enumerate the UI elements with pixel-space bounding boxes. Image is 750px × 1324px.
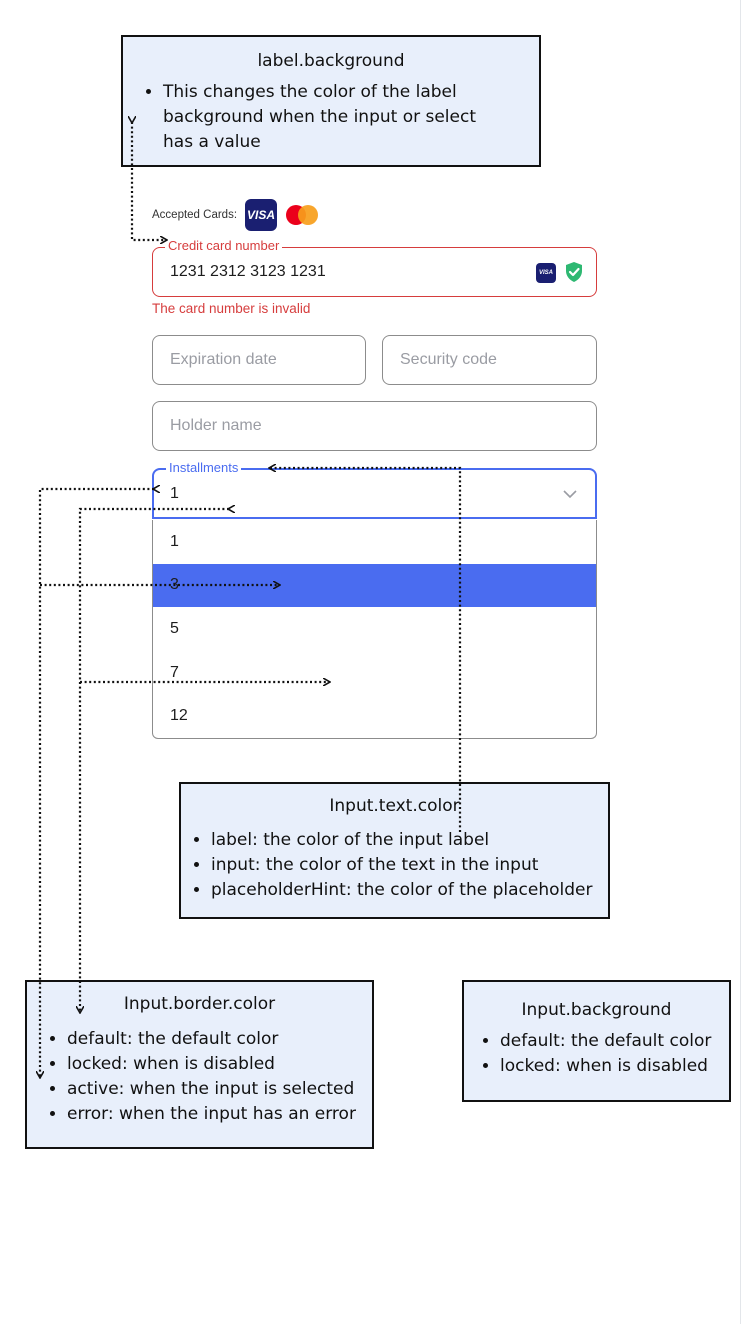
installments-option[interactable]: 5 <box>170 619 179 637</box>
note-item: error: when the input has an error <box>67 1102 372 1127</box>
installments-options: 1 3 5 7 12 <box>152 520 597 739</box>
expiration-placeholder: Expiration date <box>170 351 277 368</box>
security-placeholder: Security code <box>400 351 497 368</box>
installments-select[interactable]: Installments 1 <box>152 460 597 519</box>
card-number-error: The card number is invalid <box>152 301 311 316</box>
note-item: default: the default color <box>500 1029 729 1054</box>
card-number-label: Credit card number <box>165 238 283 254</box>
holder-name-field[interactable]: Holder name <box>152 401 597 451</box>
note-item: label: the color of the input label <box>211 828 608 853</box>
page-edge-divider <box>740 0 741 1324</box>
card-number-field[interactable]: Credit card number 1231 2312 3123 1231 V… <box>152 238 597 297</box>
note-list: default: the default color locked: when … <box>27 1027 372 1127</box>
note-item: locked: when is disabled <box>500 1054 729 1079</box>
mastercard-icon <box>284 203 320 227</box>
installments-value: 1 <box>170 484 179 502</box>
accepted-cards-label: Accepted Cards: <box>152 209 238 221</box>
installments-label: Installments <box>166 460 242 476</box>
note-input-border-color: Input.border.color default: the default … <box>25 980 374 1149</box>
note-item: active: when the input is selected <box>67 1077 372 1102</box>
note-item: default: the default color <box>67 1027 372 1052</box>
note-input-background: Input.background default: the default co… <box>462 980 731 1102</box>
expiration-date-field[interactable]: Expiration date <box>152 335 366 385</box>
holder-placeholder: Holder name <box>170 417 262 434</box>
security-code-field[interactable]: Security code <box>382 335 597 385</box>
installments-option[interactable]: 7 <box>170 663 179 681</box>
check-shield-icon <box>566 262 582 282</box>
installments-option-selected[interactable]: 3 <box>153 563 596 608</box>
note-input-text-color: Input.text.color label: the color of the… <box>179 782 610 919</box>
note-title: Input.background <box>521 1000 672 1020</box>
note-list: label: the color of the input label inpu… <box>181 828 608 903</box>
visa-mini-icon: VISA <box>536 263 556 283</box>
note-list: default: the default color locked: when … <box>464 1029 729 1079</box>
note-list: This changes the color of the label back… <box>123 80 539 155</box>
chevron-down-icon <box>563 490 577 499</box>
accepted-cards-row: Accepted Cards: VISA <box>152 199 320 231</box>
visa-icon: VISA <box>245 199 278 231</box>
note-title: Input.border.color <box>123 994 276 1014</box>
installments-option[interactable]: 12 <box>170 707 188 725</box>
note-item: placeholderHint: the color of the placeh… <box>211 878 608 903</box>
note-item: input: the color of the text in the inpu… <box>211 853 608 878</box>
installments-option[interactable]: 1 <box>170 532 179 550</box>
note-item: This changes the color of the label back… <box>163 80 503 155</box>
note-title: label.background <box>257 51 405 71</box>
note-title: Input.text.color <box>329 796 460 816</box>
note-item: locked: when is disabled <box>67 1052 372 1077</box>
card-number-value: 1231 2312 3123 1231 <box>170 263 326 280</box>
note-label-background: label.background This changes the color … <box>121 35 541 167</box>
